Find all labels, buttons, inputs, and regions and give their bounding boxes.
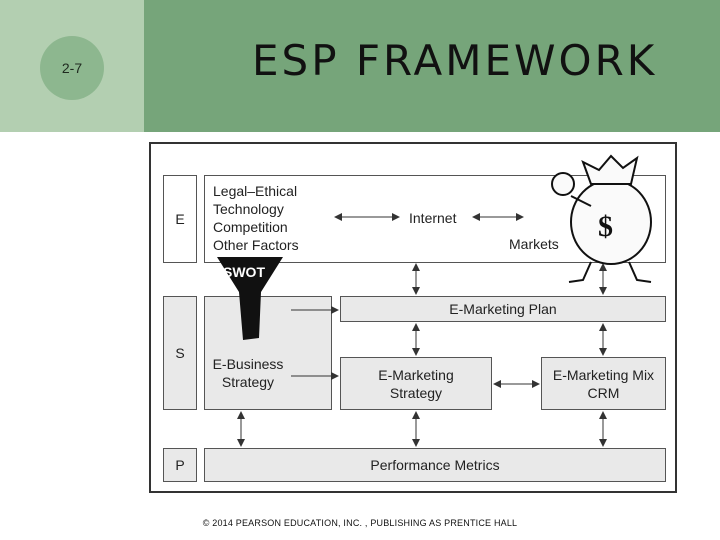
factor-legal-ethical: Legal–Ethical [213, 183, 298, 199]
slide-number-badge: 2-7 [40, 36, 104, 100]
factor-technology: Technology [213, 201, 284, 217]
row-label-e: E [175, 211, 185, 227]
row-label-e-box: E [163, 175, 197, 263]
performance-metrics-box: Performance Metrics [204, 448, 666, 482]
estrategy-line-1: E-Marketing [378, 366, 454, 383]
factor-other: Other Factors [213, 237, 299, 253]
markets-label: Markets [509, 236, 559, 252]
ebusiness-strategy-text: E-Business Strategy [205, 355, 291, 391]
emarketing-strategy-box: E-Marketing Strategy [340, 357, 492, 410]
row-label-p-box: P [163, 448, 197, 482]
ebusiness-strategy-box: E-Business Strategy [204, 296, 332, 410]
copyright-footer: © 2014 PEARSON EDUCATION, INC. , PUBLISH… [202, 518, 518, 528]
row-label-p: P [175, 457, 185, 473]
dollar-sign-icon: $ [598, 210, 613, 243]
emix-line-1: E-Marketing Mix [552, 366, 655, 383]
swot-funnel-icon [217, 257, 283, 340]
factor-competition: Competition [213, 219, 288, 235]
esp-diagram: E S P Legal–Ethical Technology Competiti… [149, 142, 677, 493]
ebusiness-line-2: Strategy [221, 374, 275, 390]
header-right-band [144, 0, 720, 132]
swot-label: SWOT [223, 264, 265, 280]
row-label-s: S [175, 345, 185, 361]
emarketing-plan-box: E-Marketing Plan [340, 296, 666, 322]
estrategy-line-2: Strategy [389, 384, 443, 401]
emarketing-plan-label: E-Marketing Plan [449, 301, 557, 317]
money-bag-icon [551, 154, 652, 283]
header-left-band: 2-7 [0, 0, 144, 132]
internet-label: Internet [409, 210, 457, 226]
slide-number: 2-7 [61, 60, 83, 76]
slide-title: ESP FRAMEWORK [252, 36, 658, 85]
diagram-connectors: $ [217, 154, 652, 447]
emix-line-2: CRM [587, 384, 620, 401]
performance-metrics-label: Performance Metrics [370, 457, 500, 473]
environment-factors: Legal–Ethical Technology Competition Oth… [213, 182, 299, 254]
emarketing-mix-box: E-Marketing Mix CRM [541, 357, 666, 410]
ebusiness-line-1: E-Business [212, 356, 284, 372]
row-label-s-box: S [163, 296, 197, 410]
